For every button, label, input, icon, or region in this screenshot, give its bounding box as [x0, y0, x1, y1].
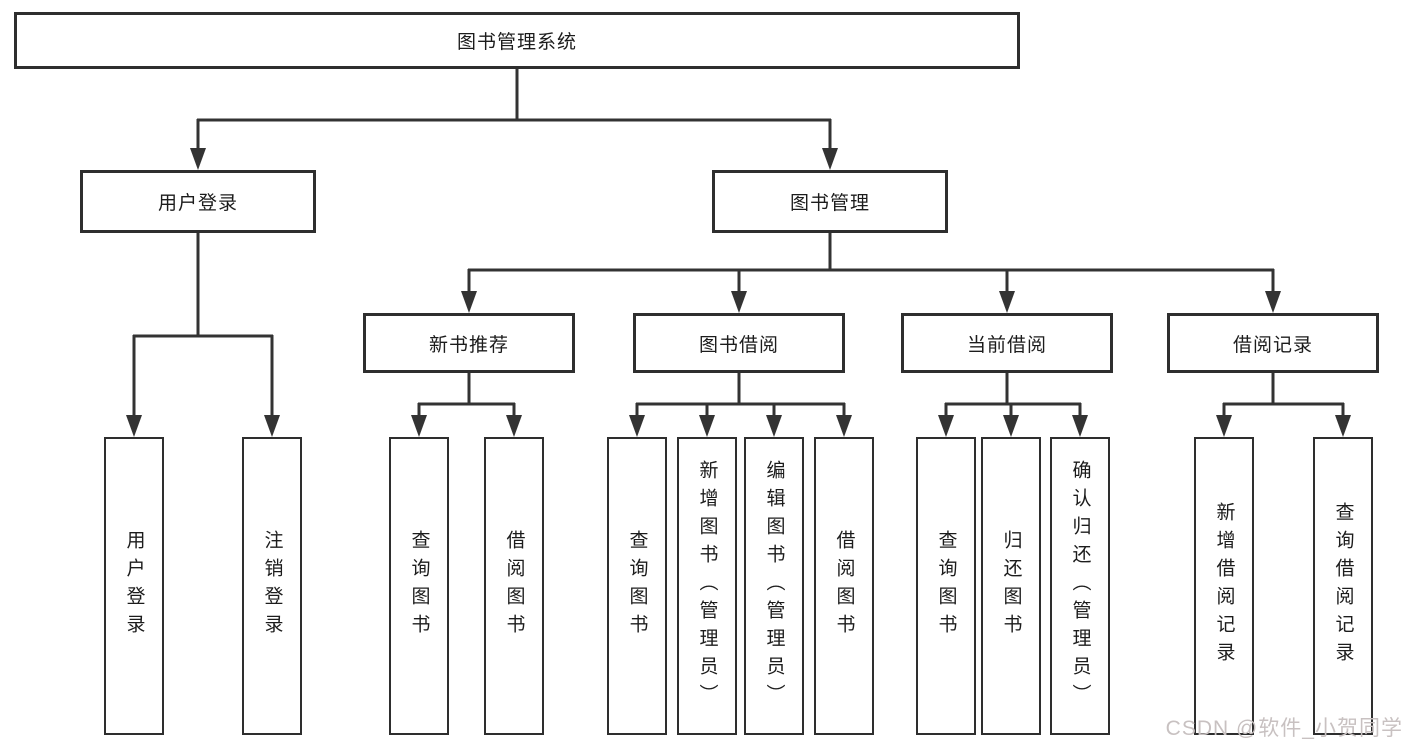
leaf-add-borrow-record: 新增借阅记录 — [1194, 437, 1254, 735]
node-root: 图书管理系统 — [14, 12, 1020, 69]
leaf-label: 借阅图书 — [503, 530, 525, 642]
leaf-label: 查询图书 — [408, 530, 430, 642]
leaf-user-login: 用户登录 — [104, 437, 164, 735]
leaf-query-borrow-record: 查询借阅记录 — [1313, 437, 1373, 735]
node-group-current-borrow: 当前借阅 — [901, 313, 1113, 373]
leaf-confirm-return-admin: 确认归还（管理员） — [1050, 437, 1110, 735]
node-group-book-borrow: 图书借阅 — [633, 313, 845, 373]
leaf-query-books-2: 查询图书 — [607, 437, 667, 735]
leaf-label: 查询图书 — [935, 530, 957, 642]
leaf-label: 新增借阅记录 — [1213, 502, 1235, 670]
leaf-label: 查询借阅记录 — [1332, 502, 1354, 670]
leaf-add-books-admin: 新增图书（管理员） — [677, 437, 737, 735]
leaf-borrow-books-2: 借阅图书 — [814, 437, 874, 735]
leaf-label: 注销登录 — [261, 530, 283, 642]
node-group-new-book-recommend: 新书推荐 — [363, 313, 575, 373]
leaf-label: 确认归还（管理员） — [1069, 460, 1091, 712]
leaf-label: 归还图书 — [1000, 530, 1022, 642]
leaf-query-books-3: 查询图书 — [916, 437, 976, 735]
leaf-query-books-1: 查询图书 — [389, 437, 449, 735]
leaf-label: 用户登录 — [123, 530, 145, 642]
leaf-edit-books-admin: 编辑图书（管理员） — [744, 437, 804, 735]
leaf-label: 查询图书 — [626, 530, 648, 642]
leaf-label: 新增图书（管理员） — [696, 460, 718, 712]
leaf-label: 编辑图书（管理员） — [763, 460, 785, 712]
csdn-watermark: CSDN @软件_小贺同学 — [1165, 717, 1403, 740]
node-group-borrow-records: 借阅记录 — [1167, 313, 1379, 373]
node-book-management: 图书管理 — [712, 170, 948, 233]
leaf-borrow-books-1: 借阅图书 — [484, 437, 544, 735]
leaf-logout-login: 注销登录 — [242, 437, 302, 735]
leaf-return-books: 归还图书 — [981, 437, 1041, 735]
leaf-label: 借阅图书 — [833, 530, 855, 642]
node-user-login: 用户登录 — [80, 170, 316, 233]
